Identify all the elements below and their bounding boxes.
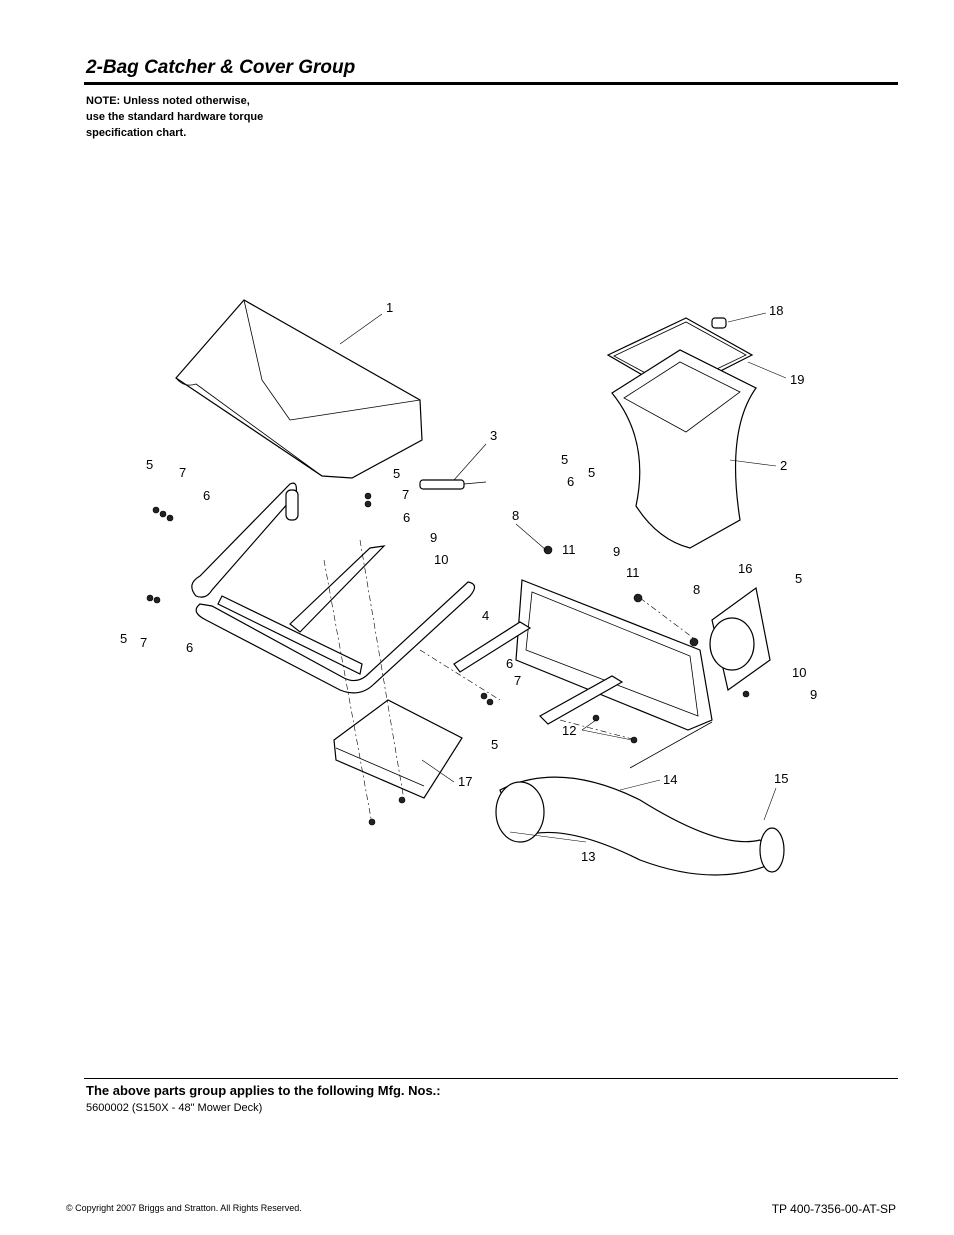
callout-labels: 1 18 19 2 3 5 7 6 5 7 6 5 6 5 8 9 10 11 … [120, 300, 817, 864]
discharge-hose-part [495, 776, 785, 876]
callout: 7 [402, 487, 409, 502]
callout: 6 [567, 474, 574, 489]
callout: 9 [430, 530, 437, 545]
callout: 12 [562, 723, 576, 738]
note-line: specification chart. [86, 127, 187, 139]
document-number: TP 400-7356-00-AT-SP [771, 1202, 896, 1216]
callout: 8 [512, 508, 519, 523]
callout: 5 [561, 452, 568, 467]
callout: 6 [506, 656, 513, 671]
page-title: 2-Bag Catcher & Cover Group [86, 57, 356, 78]
callout: 14 [663, 772, 677, 787]
callout: 5 [795, 571, 802, 586]
callout: 13 [581, 849, 595, 864]
copyright-notice: © Copyright 2007 Briggs and Stratton. Al… [66, 1203, 302, 1213]
applies-heading: The above parts group applies to the fol… [86, 1083, 441, 1098]
callout: 16 [738, 561, 752, 576]
callout: 15 [774, 771, 788, 786]
callout: 6 [203, 488, 210, 503]
callout: 5 [491, 737, 498, 752]
callout: 5 [588, 465, 595, 480]
callout: 7 [514, 673, 521, 688]
callout: 18 [769, 303, 783, 318]
callout: 7 [140, 635, 147, 650]
bag-cover-part [175, 299, 423, 479]
callout: 8 [693, 582, 700, 597]
mfg-numbers: 5600002 (S150X - 48" Mower Deck) [86, 1102, 263, 1114]
footer-rule [84, 1078, 898, 1079]
gas-strut-part [419, 479, 487, 490]
hardware-parts [146, 492, 750, 826]
mount-bracket-part [453, 579, 713, 769]
callout: 2 [780, 458, 787, 473]
callout-leaders [339, 312, 787, 843]
callout: 4 [482, 608, 489, 623]
callout: 11 [626, 565, 640, 580]
header-rule [84, 82, 898, 85]
callout: 1 [386, 300, 393, 315]
deflector-plate-part [333, 699, 463, 799]
callout: 6 [403, 510, 410, 525]
assembly-lines [323, 539, 697, 825]
torque-note: NOTE: Unless noted otherwise, use the st… [86, 93, 263, 141]
callout: 5 [120, 631, 127, 646]
note-line: NOTE: Unless noted otherwise, [86, 95, 250, 107]
callout: 6 [186, 640, 193, 655]
callout: 10 [792, 665, 806, 680]
note-line: use the standard hardware torque [86, 111, 264, 123]
callout: 7 [179, 465, 186, 480]
callout: 5 [393, 466, 400, 481]
grass-bag-part [606, 317, 757, 549]
callout: 9 [810, 687, 817, 702]
callout: 17 [458, 774, 472, 789]
callout: 3 [490, 428, 497, 443]
callout: 9 [613, 544, 620, 559]
callout: 19 [790, 372, 804, 387]
callout: 5 [146, 457, 153, 472]
callout: 10 [434, 552, 448, 567]
catcher-frame-part [191, 482, 476, 694]
callout: 11 [562, 542, 576, 557]
chute-adapter-part [709, 586, 771, 692]
